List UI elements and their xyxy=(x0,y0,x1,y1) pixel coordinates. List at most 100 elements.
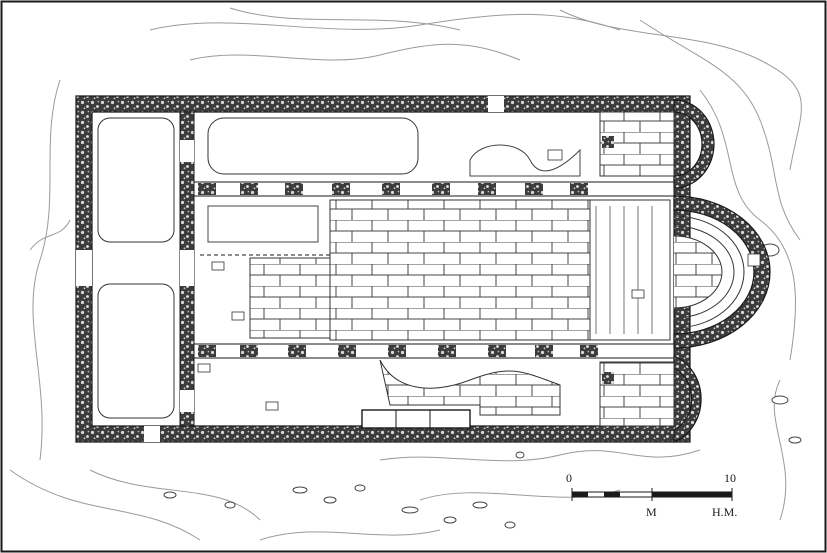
central-apse xyxy=(673,195,771,349)
rubble-heap xyxy=(469,144,581,177)
scale-start-label: 0 xyxy=(566,471,572,485)
column-base xyxy=(488,345,506,357)
west-doorway xyxy=(76,250,92,286)
column-base xyxy=(338,345,356,357)
author-initials: H.M. xyxy=(712,505,737,519)
synthronon-step xyxy=(673,225,735,319)
column-base xyxy=(535,345,553,357)
contour-line xyxy=(9,469,201,541)
find-marker xyxy=(747,253,761,267)
column-base xyxy=(198,345,216,357)
column-base xyxy=(198,183,216,195)
north-colonnade xyxy=(193,181,675,197)
aisle-depression xyxy=(207,205,319,243)
stone xyxy=(292,486,308,494)
column-base xyxy=(240,183,258,195)
narthex-side-door xyxy=(180,140,194,162)
diakonikon-wall xyxy=(673,355,702,443)
narthex-chamber xyxy=(97,283,175,419)
contour-line xyxy=(32,79,61,461)
nave-paving xyxy=(200,199,671,341)
narthex-side-door xyxy=(180,390,194,412)
diakonikon-floor xyxy=(599,361,675,427)
bema-platform xyxy=(589,199,671,341)
stone xyxy=(788,436,802,444)
contour-line xyxy=(699,89,797,361)
stone xyxy=(472,501,488,509)
column-base xyxy=(285,183,303,195)
column-base xyxy=(382,183,400,195)
column-base xyxy=(388,345,406,357)
find-marker xyxy=(631,289,645,299)
column-base xyxy=(438,345,456,357)
stone xyxy=(163,491,177,499)
contour-line xyxy=(379,449,701,462)
column-base xyxy=(332,183,350,195)
contour-line xyxy=(89,469,261,521)
terrain-contours xyxy=(9,7,802,541)
contour-line xyxy=(149,13,621,31)
scale-segment xyxy=(572,492,588,497)
stone xyxy=(224,501,236,509)
column-base xyxy=(478,183,496,195)
stone xyxy=(515,451,525,459)
stone xyxy=(323,496,337,504)
column-base xyxy=(580,345,598,357)
bench-divisions xyxy=(395,410,431,428)
scale-segment xyxy=(652,492,732,497)
contour-line xyxy=(229,7,461,31)
column-base xyxy=(602,136,614,148)
find-marker xyxy=(197,363,211,373)
aisle-details xyxy=(197,144,645,429)
column-base xyxy=(525,183,543,195)
scale-segment xyxy=(604,492,620,497)
find-marker xyxy=(547,149,563,161)
contour-line xyxy=(259,529,441,541)
contour-line xyxy=(559,9,802,171)
find-marker xyxy=(231,311,245,321)
south-aisle-paving xyxy=(379,359,561,416)
contour-line xyxy=(773,379,787,521)
stone xyxy=(401,506,419,514)
stone xyxy=(504,521,516,529)
find-marker xyxy=(265,401,279,411)
stone xyxy=(443,516,457,524)
north-doorway xyxy=(488,96,504,112)
south-bench xyxy=(361,409,471,429)
south-doorway xyxy=(144,426,160,442)
scale-unit-label: M xyxy=(646,505,657,519)
contour-line xyxy=(189,43,521,61)
paved-floor xyxy=(329,199,601,341)
scale-end-label: 10 xyxy=(724,471,736,485)
synthronon-step xyxy=(673,215,745,329)
column-base xyxy=(432,183,450,195)
narthex-doorway xyxy=(180,250,194,286)
pastophorion-wall xyxy=(673,99,715,189)
bema-steps xyxy=(595,206,653,334)
contour-line xyxy=(639,19,801,241)
south-stylobate xyxy=(193,343,675,359)
south-colonnade xyxy=(193,343,675,359)
scale-ticks xyxy=(571,488,733,501)
north-chamber xyxy=(207,117,419,175)
apse-floor xyxy=(673,235,723,309)
outer-walls xyxy=(75,95,691,443)
stone xyxy=(354,484,366,492)
contour-line xyxy=(29,219,71,251)
scattered-stones xyxy=(163,243,802,529)
apse-wall xyxy=(673,195,771,349)
north-side-apse xyxy=(599,99,715,189)
narthex-chamber xyxy=(97,117,175,243)
column-base xyxy=(240,345,258,357)
column-base xyxy=(602,372,614,384)
column-base xyxy=(570,183,588,195)
find-marker xyxy=(211,261,225,271)
scale-bar: 0 10 M H.M. xyxy=(566,471,737,519)
south-side-apse xyxy=(599,355,702,443)
column-base xyxy=(288,345,306,357)
narthex-rooms xyxy=(97,117,419,419)
paved-floor xyxy=(249,257,331,339)
